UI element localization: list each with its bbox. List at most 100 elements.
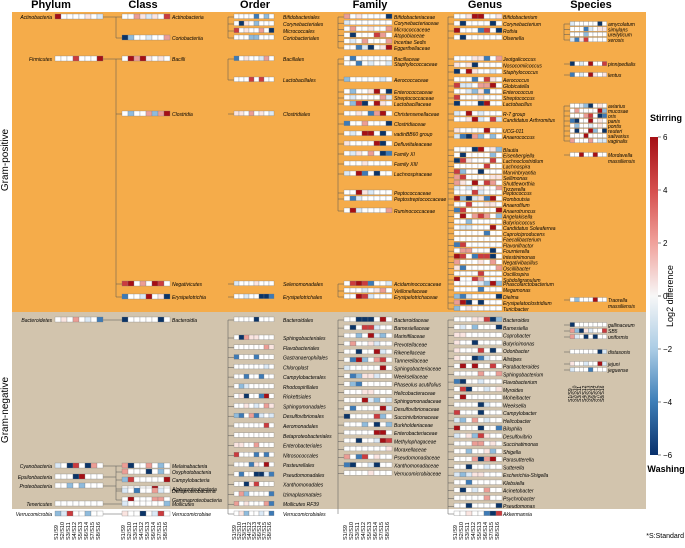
- heat-cell: [495, 110, 503, 116]
- heat-cell: [465, 68, 473, 74]
- heat-cell: [579, 328, 584, 333]
- heat-cell: [349, 389, 357, 395]
- heat-cell: [583, 133, 589, 138]
- heat-cell: [471, 394, 479, 400]
- heat-cell: [583, 37, 589, 42]
- family-heat-row: [343, 405, 393, 411]
- heat-cell: [574, 367, 580, 372]
- family-heat-row: [343, 438, 393, 443]
- heat-cell: [574, 349, 580, 354]
- heat-cell: [66, 462, 74, 469]
- heat-cell: [385, 397, 393, 403]
- family-sample-label: S5/S13: [367, 522, 373, 540]
- family-sample-label: S3/S11: [355, 522, 361, 540]
- heat-cell: [592, 108, 598, 113]
- taxon-label: Rickettsiales: [283, 395, 312, 401]
- order-heat-row: [233, 34, 275, 40]
- heat-cell: [96, 473, 104, 480]
- heat-cell: [268, 344, 275, 350]
- taxon-label: Epsilonbacteria: [18, 475, 52, 481]
- heat-cell: [459, 448, 467, 454]
- heat-cell: [495, 510, 503, 516]
- heat-cell: [263, 422, 270, 428]
- heat-cell: [361, 60, 369, 66]
- heat-cell: [263, 432, 270, 438]
- heat-cell: [495, 169, 503, 175]
- order-heat-row: [233, 280, 275, 286]
- heat-cell: [367, 26, 375, 32]
- taxon-label: Pseudomonadaceae: [394, 455, 440, 461]
- heat-cell: [495, 293, 503, 299]
- heat-cell: [258, 293, 265, 299]
- heat-cell: [349, 316, 357, 322]
- heat-cell: [483, 195, 491, 201]
- heat-cell: [248, 13, 255, 19]
- taxon-label: Shuttleworthia: [503, 181, 535, 187]
- heat-cell: [268, 413, 275, 418]
- heat-cell: [495, 180, 503, 186]
- taxon-label: salivarius: [608, 134, 629, 140]
- heat-cell: [243, 510, 250, 516]
- heat-cell: [483, 479, 491, 485]
- heat-cell: [489, 479, 497, 485]
- taxon-label: Candidatus Arthromitus: [503, 118, 556, 124]
- heat-cell: [385, 44, 393, 50]
- heat-cell: [379, 38, 387, 44]
- heat-cell: [489, 34, 497, 40]
- heat-cell: [355, 357, 363, 363]
- heat-cell: [379, 76, 387, 82]
- heat-cell: [471, 271, 479, 276]
- heat-cell: [569, 37, 575, 42]
- taxon-label: panis: [607, 119, 620, 125]
- heat-cell: [361, 365, 369, 371]
- heat-cell: [602, 322, 607, 327]
- phylum-heat-row: [54, 482, 104, 489]
- taxon-label: vadinBB60 group: [394, 132, 433, 138]
- taxon-label: Desulfovibrionaceae: [394, 407, 440, 413]
- heat-cell: [373, 32, 381, 38]
- heat-cell: [597, 349, 603, 354]
- taxon-label: Succinivibrionaceae: [394, 415, 439, 421]
- genus-heat-row: [453, 248, 503, 253]
- heat-cell: [483, 100, 491, 106]
- heat-cell: [127, 476, 135, 483]
- heat-cell: [385, 20, 393, 25]
- heat-cell: [483, 299, 491, 305]
- heat-cell: [592, 72, 598, 77]
- heat-cell: [459, 213, 467, 219]
- heat-cell: [597, 367, 603, 372]
- heat-cell: [489, 189, 497, 195]
- heat-cell: [379, 160, 387, 166]
- heat-cell: [453, 280, 461, 286]
- species-heat-row: [569, 103, 607, 108]
- heat-cell: [133, 55, 141, 62]
- heat-cell: [379, 195, 387, 201]
- heat-cell: [471, 55, 479, 61]
- genus-heat-row: [453, 324, 503, 330]
- heat-cell: [361, 38, 369, 44]
- taxon-label: Enterobacteriales: [283, 444, 322, 450]
- heat-cell: [145, 110, 153, 117]
- heat-cell: [355, 55, 363, 61]
- heat-cell: [243, 393, 250, 399]
- heat-cell: [489, 236, 497, 242]
- heat-cell: [495, 495, 503, 501]
- heat-cell: [60, 316, 68, 323]
- heat-cell: [471, 163, 479, 169]
- heat-cell: [495, 248, 503, 253]
- heat-cell: [253, 413, 260, 418]
- heat-cell: [579, 118, 584, 123]
- heat-cell: [471, 425, 479, 431]
- heat-cell: [343, 88, 351, 94]
- taxon-label: Lactobacillales: [283, 78, 316, 84]
- heat-cell: [343, 13, 351, 19]
- heat-cell: [483, 378, 491, 384]
- heat-cell: [597, 113, 603, 118]
- heat-cell: [471, 409, 479, 415]
- heat-cell: [602, 133, 607, 138]
- heat-cell: [361, 130, 369, 136]
- heat-cell: [343, 55, 351, 61]
- heat-cell: [489, 299, 497, 305]
- taxon-label: Corynebacteriaceae: [394, 21, 439, 27]
- heat-cell: [483, 510, 491, 516]
